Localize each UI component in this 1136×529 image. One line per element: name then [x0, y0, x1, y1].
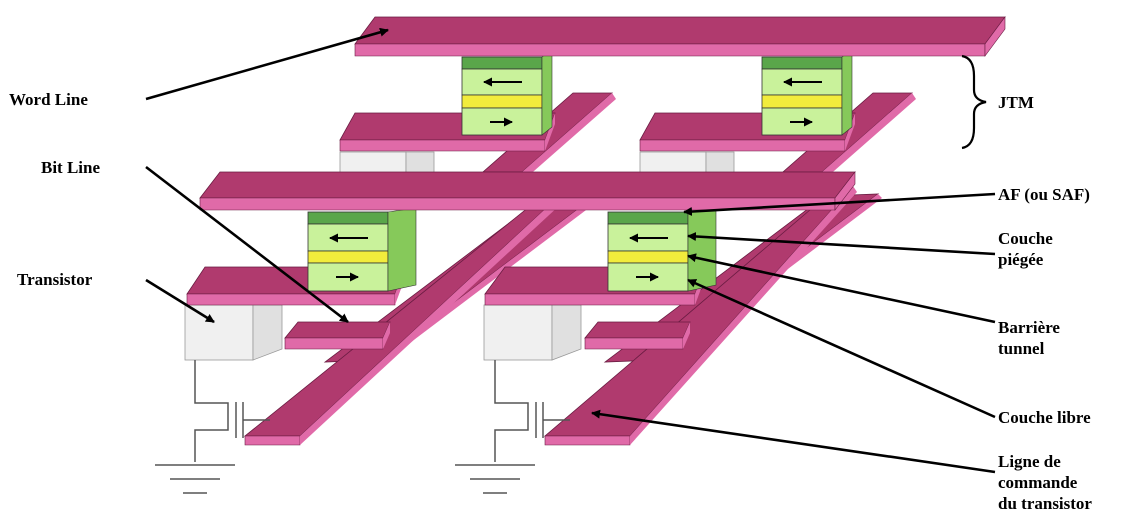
word-line-label: Word Line: [9, 90, 88, 109]
front-mtj-2: [607, 207, 717, 292]
front-transistor-2: [483, 304, 582, 361]
couche-libre-label: Couche libre: [998, 408, 1091, 427]
barriere-tunnel-pointer: [687, 253, 996, 324]
front-mtj-1: [307, 207, 417, 292]
back-mtj-1: [461, 48, 553, 136]
word-line-back: [354, 16, 1006, 57]
jtm-brace-icon: [961, 54, 987, 150]
transistor-label: Transistor: [17, 270, 93, 289]
front-bit-line-1: [284, 321, 391, 350]
ligne-commande-pointer: [591, 409, 996, 474]
word-line-front: [199, 171, 856, 211]
back-transistor-2: [639, 151, 735, 175]
back-mtj-2: [761, 48, 853, 136]
ground-icon: [155, 464, 235, 494]
barriere-tunnel-label: Barrière tunnel: [998, 318, 1060, 358]
bit-line-label: Bit Line: [41, 158, 101, 177]
af-pointer: [683, 192, 996, 217]
front-bit-line-2: [584, 321, 691, 350]
transistor-circuit-2: [494, 360, 570, 462]
annotation-arrows: [145, 27, 996, 474]
ground-icon: [455, 464, 535, 494]
bit-line-pointer: [145, 165, 349, 324]
transistor-pointer: [145, 278, 215, 324]
couche-libre-pointer: [687, 278, 996, 419]
jtm-label: JTM: [998, 93, 1034, 112]
front-command-line-2: [543, 185, 857, 446]
transistor-circuit-1: [194, 360, 270, 462]
af-label: AF (ou SAF): [998, 185, 1090, 204]
word-line-pointer: [145, 27, 389, 101]
front-transistor-1: [184, 304, 283, 361]
couche-piegee-pointer: [687, 231, 996, 256]
ligne-commande-label: Ligne de commande du transistor: [998, 452, 1092, 513]
back-transistor-1: [339, 151, 435, 175]
couche-piegee-label: Couche piégée: [998, 229, 1053, 269]
